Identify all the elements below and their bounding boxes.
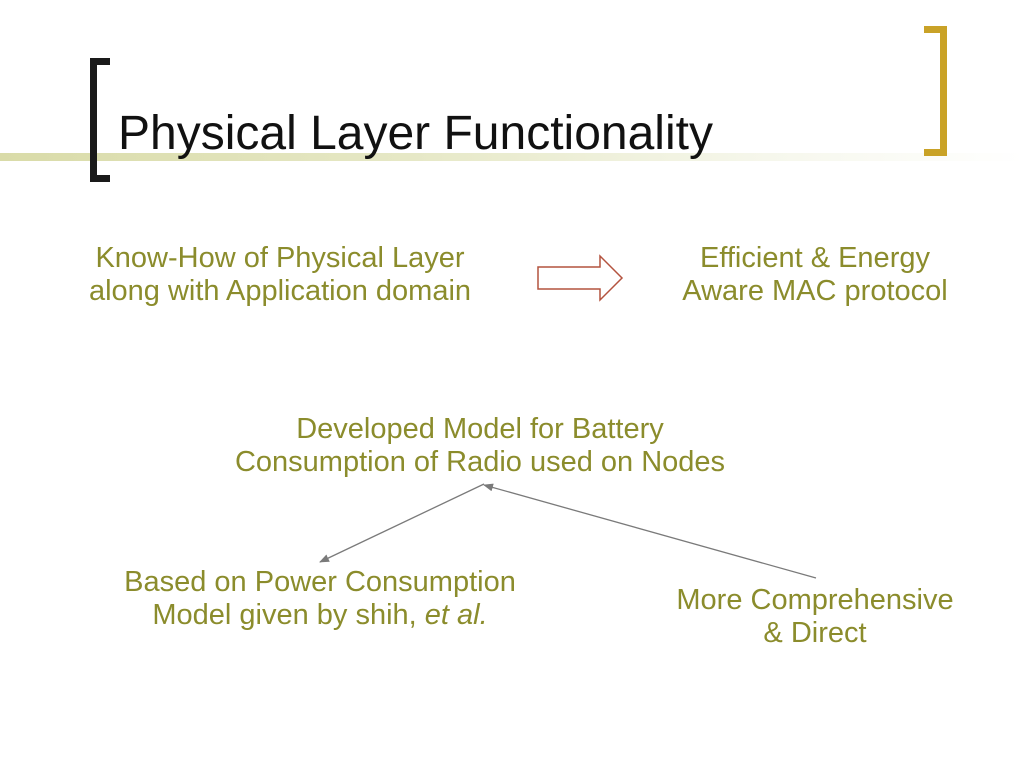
node-based-on-line2: Model given by shih, et al. [70,599,570,632]
node-developed-line2: Consumption of Radio used on Nodes [234,446,726,478]
node-based-on-citation: et al. [424,599,488,631]
node-efficient-mac: Efficient & Energy Aware MAC protocol [640,242,990,308]
node-know-how: Know-How of Physical Layer along with Ap… [40,242,520,308]
node-developed-model: Developed Model for Battery Consumption … [180,413,780,479]
connector-more-to-developed [483,483,817,579]
node-more-line1: More Comprehensive [676,584,954,616]
slide-title: Physical Layer Functionality [118,107,713,160]
node-more-comprehensive: More Comprehensive & Direct [630,584,1000,650]
right-bracket-decoration [924,26,947,156]
block-arrow-right [537,254,624,302]
node-based-on-line1: Based on Power Consumption [124,566,516,598]
node-more-line2: & Direct [763,617,867,649]
node-based-on-power: Based on Power Consumption Model given b… [70,566,570,632]
node-developed-line1: Developed Model for Battery [296,413,664,445]
node-efficient-line1: Efficient & Energy [700,242,930,274]
node-know-how-line2: along with Application domain [88,275,472,307]
left-bracket-decoration [90,58,110,182]
node-know-how-line1: Know-How of Physical Layer [95,242,465,274]
connector-developed-to-based-on [319,483,485,563]
title-underline-band [0,153,1024,161]
node-efficient-line2: Aware MAC protocol [682,275,948,307]
node-based-on-line2-text: Model given by shih, [152,599,425,631]
